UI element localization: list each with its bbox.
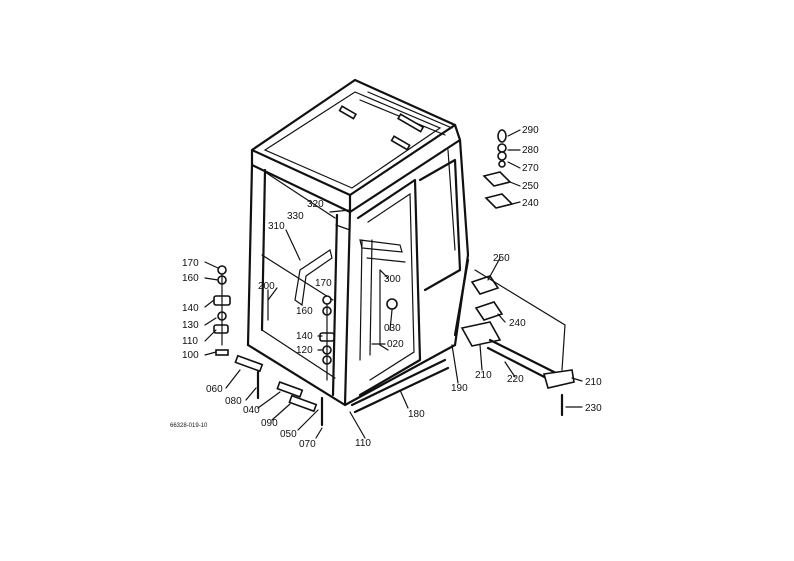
label-200: 200 [258,281,275,292]
label-030: 030 [384,323,401,334]
label-090: 090 [261,418,278,429]
label-170-mid: 170 [315,278,332,289]
label-220: 220 [507,374,524,385]
leader-lines [204,129,583,439]
label-140-mid: 140 [296,331,313,342]
label-180: 180 [408,409,425,420]
bottom-mount-parts [234,354,450,427]
drawing-code: 66328-019-10 [170,423,208,429]
label-100-left: 100 [182,350,199,361]
label-240: 240 [522,198,539,209]
middle-bolt-stack [319,295,335,381]
top-right-stack [482,129,514,209]
label-250: 250 [522,181,539,192]
label-110-left: 110 [182,336,198,347]
part-labels: 290 280 270 250 240 320 330 310 300 170 … [170,125,602,450]
label-310: 310 [268,221,285,232]
label-300: 300 [384,274,401,285]
label-280: 280 [522,145,539,156]
left-bolt-stack [213,265,231,356]
label-230: 230 [585,403,602,414]
label-080: 080 [225,396,242,407]
cab-interior-parts [267,239,406,351]
label-050: 050 [280,429,297,440]
label-240-right: 240 [509,318,526,329]
label-040: 040 [243,405,260,416]
label-020: 020 [387,339,404,350]
label-290: 290 [522,125,539,136]
label-170-left: 170 [182,258,199,269]
cab-frame [246,78,470,407]
label-160-mid: 160 [296,306,313,317]
label-140-left: 140 [182,303,199,314]
label-130-left: 130 [182,320,199,331]
label-110-bottom: 110 [355,438,371,449]
label-160-left: 160 [182,273,199,284]
right-mount-parts [453,258,575,417]
label-320: 320 [307,199,324,210]
label-330: 330 [287,211,304,222]
label-210-b: 210 [585,377,602,388]
label-250-right: 250 [493,253,510,264]
label-120-mid: 120 [296,345,313,356]
label-070: 070 [299,439,316,450]
label-190: 190 [451,383,468,394]
label-270: 270 [522,163,539,174]
label-210-a: 210 [475,370,492,381]
label-060: 060 [206,384,223,395]
